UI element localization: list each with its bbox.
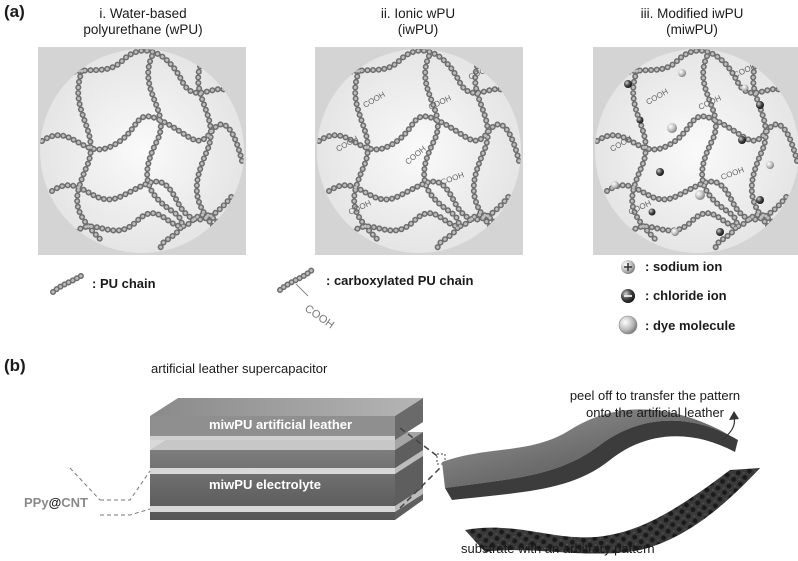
zoom-lines	[399, 427, 443, 509]
electrode-leads	[69, 467, 151, 516]
peeling-leather-sheet	[442, 409, 738, 488]
iwpu-disc	[317, 49, 521, 253]
column-title-iwpu-line1: ii. Ionic wPU	[380, 6, 456, 21]
column-title-miwpu-line1: iii. Modified iwPU	[640, 6, 744, 21]
wpu-disc	[40, 49, 244, 253]
panel-a-label: (a)	[4, 2, 25, 21]
peel-caption-line2: onto the artificial leather	[585, 405, 725, 420]
column-title-miwpu: iii. Modified iwPU (miwPU)	[592, 6, 792, 38]
column-title-iwpu: ii. Ionic wPU (iwPU)	[318, 6, 518, 38]
carboxylated-chain-legend-label: : carboxylated PU chain	[326, 273, 474, 288]
supercapacitor-stack	[150, 398, 423, 520]
peel-caption: peel off to transfer the pattern onto th…	[540, 387, 770, 421]
column-title-wpu-line1: i. Water-based	[99, 6, 187, 21]
column-title-miwpu-line2: (miwPU)	[666, 22, 718, 37]
zoom-box	[436, 453, 446, 465]
pu-chain-legend-label: : PU chain	[92, 276, 156, 291]
miwpu-disc	[595, 49, 798, 253]
sodium-ion-icon	[621, 260, 635, 274]
column-title-wpu-line2: polyurethane (wPU)	[83, 22, 203, 37]
supercapacitor-title: artificial leather supercapacitor	[151, 361, 328, 376]
electrode-label-cnt: CNT	[61, 495, 88, 510]
column-title-iwpu-line2: (iwPU)	[397, 22, 439, 37]
ion-particles	[611, 69, 774, 236]
electrode-label: PPy@CNT	[24, 495, 88, 510]
chloride-ion-icon	[621, 289, 635, 303]
peel-caption-line1: peel off to transfer the pattern	[569, 388, 741, 403]
peel-arrowhead-icon	[729, 411, 739, 420]
sodium-ion-legend-label: : sodium ion	[645, 259, 723, 274]
panel-b-label: (b)	[4, 356, 26, 375]
layer-electrolyte-label: miwPU electrolyte	[209, 477, 321, 492]
pu-chain-legend-icon	[50, 271, 87, 295]
patterned-substrate	[465, 468, 760, 554]
electrode-label-at: @	[48, 495, 62, 510]
chloride-ion-legend-label: : chloride ion	[645, 288, 727, 303]
dye-molecule-icon	[618, 315, 638, 335]
electrode-label-ppy: PPy	[24, 495, 49, 510]
layer-artificial-leather-label: miwPU artificial leather	[209, 417, 353, 432]
dye-molecule-legend-label: : dye molecule	[645, 318, 736, 333]
sheet-underside	[445, 420, 738, 500]
column-title-wpu: i. Water-based polyurethane (wPU)	[43, 6, 243, 38]
substrate-caption: substrate with an arbitrary pattern	[461, 541, 655, 556]
